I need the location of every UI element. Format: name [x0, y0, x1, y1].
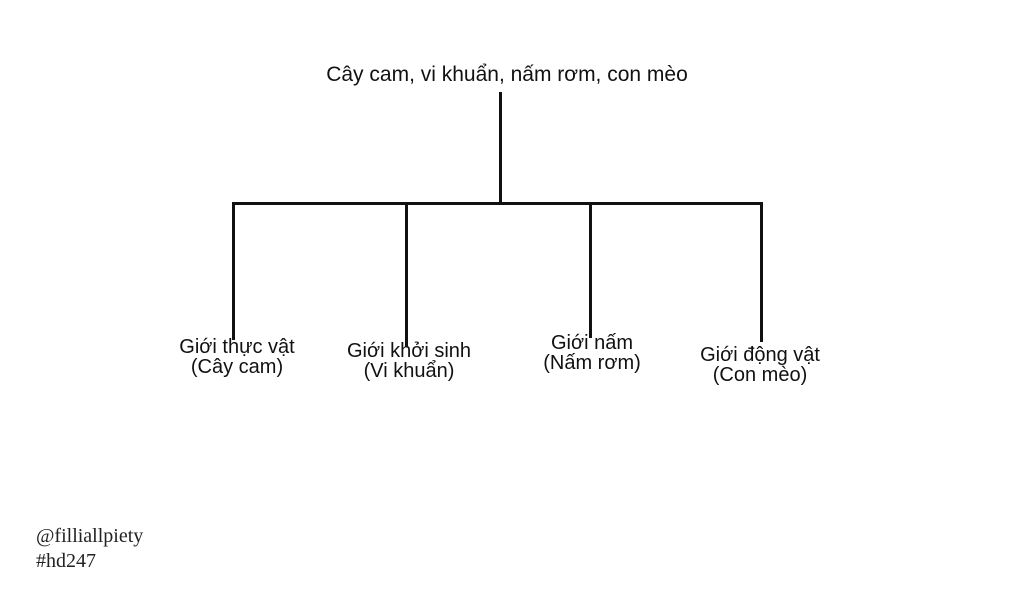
child-node-monera: Giới khởi sinh (Vi khuẩn): [347, 341, 471, 381]
branch-line-animals: [760, 202, 763, 342]
root-connector-line: [499, 92, 502, 204]
horizontal-branch-line: [232, 202, 763, 205]
branch-line-monera: [405, 202, 408, 347]
child-node-fungi: Giới nấm (Nấm rơm): [543, 333, 641, 373]
child-node-plants: Giới thực vật (Cây cam): [179, 337, 294, 377]
branch-line-fungi: [589, 202, 592, 338]
watermark: @filliallpiety #hd247: [36, 524, 143, 574]
child-example: (Con mèo): [712, 364, 808, 386]
child-example: (Cây cam): [190, 356, 284, 378]
child-example: (Nấm rơm): [543, 352, 641, 374]
child-title: Giới nấm: [550, 332, 634, 354]
child-node-animals: Giới động vật (Con mèo): [700, 345, 820, 385]
root-node: Cây cam, vi khuẩn, nấm rơm, con mèo: [326, 63, 688, 86]
branch-line-plants: [232, 202, 235, 340]
child-title: Giới động vật: [700, 344, 820, 366]
child-title: Giới khởi sinh: [346, 340, 472, 362]
child-title: Giới thực vật: [179, 336, 295, 358]
watermark-handle: @filliallpiety: [36, 525, 144, 547]
watermark-tag: #hd247: [36, 550, 96, 572]
child-example: (Vi khuẩn): [363, 360, 455, 382]
